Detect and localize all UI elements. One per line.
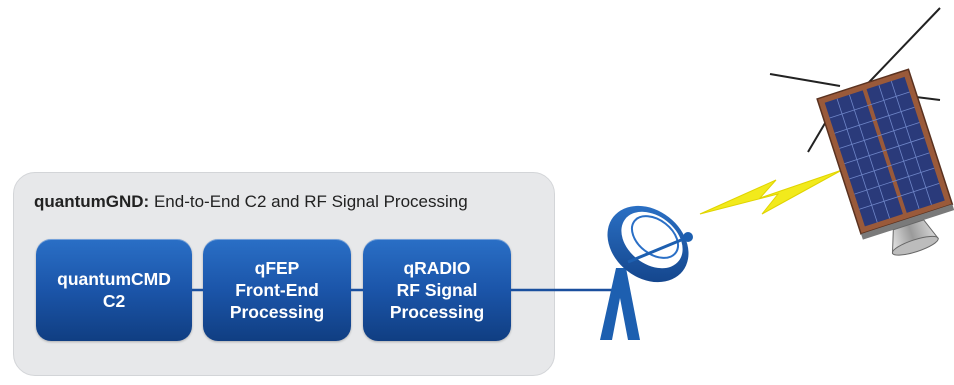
block-label-line: RF Signal	[396, 280, 478, 300]
system-description: End-to-End C2 and RF Signal Processing	[149, 192, 468, 211]
quantumcmd-c2-block: quantumCMD C2	[36, 239, 192, 341]
block-label-line: Processing	[389, 302, 485, 322]
system-name: quantumGND:	[34, 192, 150, 211]
block-label-line: C2	[102, 291, 126, 311]
block-label-line: Processing	[229, 302, 325, 322]
block-label-line: qFEP	[254, 258, 300, 278]
rf-signal-bolt-icon	[699, 169, 843, 215]
block-label-line: qRADIO	[403, 258, 471, 278]
panel-title: quantumGND: End-to-End C2 and RF Signal …	[34, 192, 468, 212]
qfep-block: qFEP Front-End Processing	[203, 239, 351, 341]
ground-antenna-dish-icon	[600, 205, 693, 340]
block-label-line: quantumCMD	[57, 269, 171, 289]
block-label-line: Front-End	[235, 280, 319, 300]
satellite-icon	[769, 7, 954, 256]
qradio-block: qRADIO RF Signal Processing	[363, 239, 511, 341]
